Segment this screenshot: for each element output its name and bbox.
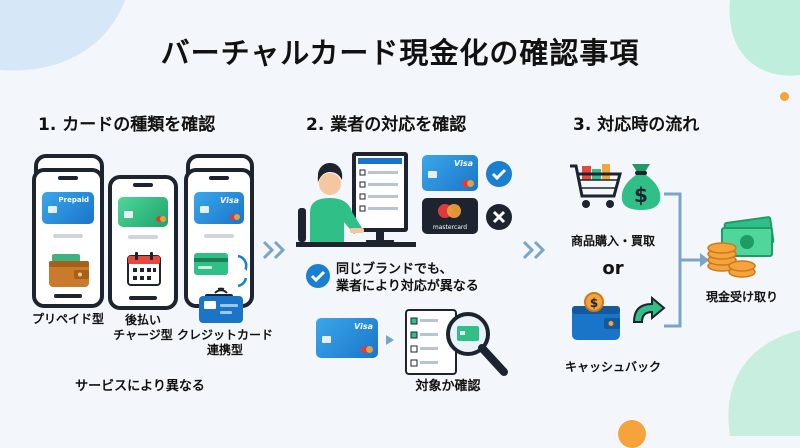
svg-text:$: $: [590, 296, 598, 310]
section-heading-card-type: 1. カードの種類を確認: [38, 115, 216, 135]
section-heading-vendor: 2. 業者の対応を確認: [306, 115, 467, 135]
corner-blob-bottom-right: [728, 330, 800, 436]
cashback-label: キャッシュバック: [564, 360, 661, 374]
prepaid-card-text: Prepaid: [58, 196, 89, 204]
credit-card: Visa: [194, 192, 244, 224]
shopping-cart-icon: [570, 164, 622, 208]
postpay-card: [118, 197, 168, 227]
document-magnifier-illustration: [405, 309, 508, 376]
postpay-label-line1: 後払い: [124, 313, 161, 327]
chevron-right-icon: [262, 240, 286, 260]
corner-blob-top-left: [0, 0, 125, 71]
money-bag-icon: $: [621, 164, 661, 210]
check-target-label: 対象か確認: [415, 379, 481, 394]
wallet-icon: [49, 254, 89, 287]
credit-label-line2: 連携型: [206, 343, 243, 357]
svg-text:$: $: [634, 183, 648, 207]
or-label: or: [602, 258, 624, 279]
cash-receive-label: 現金受け取り: [705, 290, 778, 304]
postpay-label-line2: チャージ型: [113, 328, 173, 342]
flow-connector: [664, 192, 709, 328]
vendor-mastercard: mastercard: [422, 198, 478, 234]
page-title: バーチャルカード現金化の確認事項: [160, 36, 640, 70]
payment-terminal-icon: [199, 287, 243, 323]
small-arrow-right-icon: [386, 335, 394, 345]
vendor-visa-text: Visa: [454, 159, 473, 168]
prepaid-card: Prepaid: [42, 192, 94, 224]
vendor-note-line2: 業者により対応が異なる: [336, 279, 479, 294]
wallet-coin-icon: $: [572, 292, 666, 340]
corner-blob-top-right: [729, 0, 800, 76]
card-type-footer: サービスにより異なる: [75, 379, 205, 394]
prepaid-label: プリペイド型: [31, 312, 104, 326]
check-circle-icon: [486, 161, 512, 187]
credit-label-line1: クレジットカード: [176, 328, 273, 342]
calendar-icon: [127, 252, 161, 286]
target-visa-text: Visa: [354, 322, 373, 331]
prepaid-phone: Prepaid: [32, 168, 104, 308]
orange-dot: [780, 92, 789, 101]
mastercard-text: mastercard: [432, 224, 468, 231]
chevron-right-icon-2: [522, 240, 546, 260]
purchase-label: 商品購入・買取: [570, 234, 655, 248]
section-heading-flow: 3. 対応時の流れ: [573, 115, 700, 135]
cross-circle-icon: [486, 204, 512, 230]
vendor-visa-card: Visa: [422, 155, 478, 191]
orange-dot-bottom: [618, 420, 646, 448]
credit-card-visa-text: Visa: [220, 196, 239, 205]
card-link-icon: [194, 253, 248, 288]
cash-stack-icon: [707, 216, 775, 278]
person-at-computer-illustration: [296, 152, 416, 247]
vendor-note-line1: 同じブランドでも、: [336, 262, 453, 277]
credit-phone: Visa: [184, 168, 254, 308]
note-check-icon: [306, 264, 330, 288]
target-visa-card: Visa: [316, 318, 378, 358]
postpay-phone: [108, 175, 178, 310]
